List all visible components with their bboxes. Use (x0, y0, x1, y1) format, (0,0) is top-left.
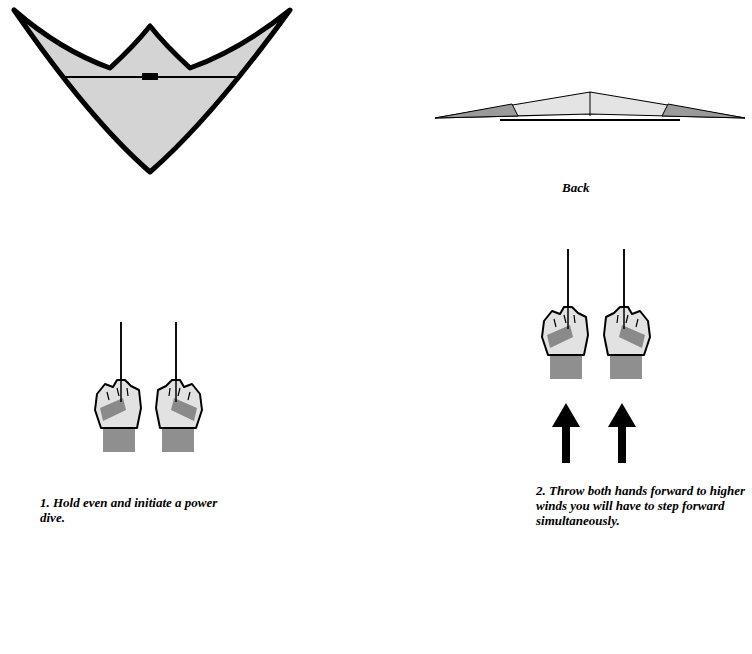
hands-even (95, 322, 202, 452)
kite-back (435, 92, 745, 120)
forward-arrows (552, 403, 636, 463)
hands-forward (542, 249, 650, 379)
step-caption: 2. Throw both hands forward to higher wi… (536, 483, 748, 528)
view-label: Back (562, 180, 622, 195)
kite-front (14, 10, 290, 172)
step-caption: 1. Hold even and initiate a power dive. (40, 495, 240, 525)
